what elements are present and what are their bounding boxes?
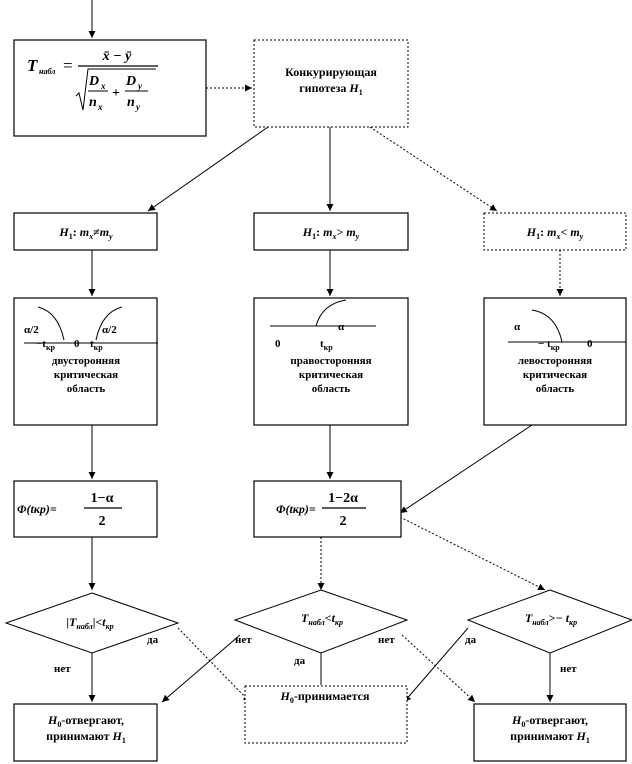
statistic-formula-box: T набл = x̄ − ȳ D x n x + D y n y bbox=[13, 39, 207, 137]
branch-labels: да нет нет да нет да нет bbox=[54, 634, 577, 675]
dx-subscript: x bbox=[100, 81, 106, 91]
branch-no-label: нет bbox=[54, 663, 71, 675]
region-line2: критическая bbox=[299, 369, 363, 381]
region-line1: левосторонняя bbox=[518, 355, 592, 367]
two-sided-region-box: α/2 α/2 −tкр 0 tкр двусторонняя критичес… bbox=[13, 297, 158, 426]
neg-t-critical-label: − tкр bbox=[538, 338, 560, 352]
outcome-line1: H0-отвергают, bbox=[511, 713, 588, 729]
hypothesis-gt-text: H1: mx> my bbox=[302, 225, 360, 241]
phi-label: Φ(tкр)= bbox=[17, 502, 57, 516]
dx-letter: D bbox=[88, 74, 99, 89]
arrow-cond2-no-left bbox=[161, 634, 241, 703]
zero-label: 0 bbox=[587, 338, 593, 350]
pos-t-critical-label: tкр bbox=[90, 338, 103, 352]
phi-label: Φ(tкр)= bbox=[276, 502, 316, 516]
plus-sign: + bbox=[112, 86, 120, 101]
competing-line2: гипотеза H1 bbox=[299, 81, 363, 97]
arrow-competing-to-h1-neq bbox=[147, 126, 269, 212]
arrow-left-sided-to-phi bbox=[399, 424, 533, 514]
hypothesis-box-lt: H1: mx< my bbox=[483, 212, 627, 251]
outcome-reject-left: H0-отвергают, принимают H1 bbox=[13, 703, 158, 762]
laplace-numerator: 1−2α bbox=[328, 491, 358, 506]
hypothesis-box-neq: H1: mx≠my bbox=[13, 212, 158, 251]
branch-no-label: нет bbox=[378, 634, 395, 646]
arrow-cond2-no-right bbox=[401, 634, 476, 703]
branch-yes-label: да bbox=[465, 634, 477, 646]
arrow-phi2-to-cond3 bbox=[399, 516, 546, 591]
right-sided-region-box: α 0 tкр правосторонняя критическая облас… bbox=[253, 297, 409, 426]
connectors bbox=[88, 0, 564, 703]
outcome-line2: принимают H1 bbox=[46, 729, 126, 745]
accept-text: H0-принимается bbox=[280, 689, 370, 705]
alpha-label: α bbox=[514, 321, 521, 333]
statistic-subscript: набл bbox=[39, 67, 55, 76]
branch-no-label: нет bbox=[235, 634, 252, 646]
outcome-line2: принимают H1 bbox=[510, 729, 590, 745]
region-line1: правосторонняя bbox=[290, 355, 371, 367]
left-tail-curve bbox=[531, 309, 563, 343]
outcome-line1: H0-отвергают, bbox=[47, 713, 124, 729]
competing-hypothesis-box: Конкурирующая гипотеза H1 bbox=[253, 39, 409, 128]
branch-no-label: нет bbox=[560, 663, 577, 675]
hypothesis-box-gt: H1: mx> my bbox=[253, 212, 409, 251]
laplace-box-one-sided: Φ(tкр)= 1−2α 2 bbox=[253, 480, 402, 538]
zero-label: 0 bbox=[74, 338, 80, 350]
right-tail-curve bbox=[315, 299, 347, 327]
laplace-denominator: 2 bbox=[99, 514, 106, 529]
outcome-reject-right: H0-отвергают, принимают H1 bbox=[473, 703, 627, 762]
region-line2: критическая bbox=[523, 369, 587, 381]
t-critical-label: tкр bbox=[320, 338, 333, 352]
condition-text: Tнабл>− tкр bbox=[525, 611, 577, 627]
region-line3: область bbox=[536, 383, 575, 395]
condition-text: |Tнабл|<tкр bbox=[66, 615, 113, 631]
branch-yes-label: да bbox=[147, 634, 159, 646]
alpha-label: α bbox=[338, 321, 345, 333]
statistic-symbol: T bbox=[27, 56, 38, 75]
decision-diamond-left-sided: Tнабл>− tкр bbox=[466, 589, 632, 654]
laplace-numerator: 1−α bbox=[91, 491, 114, 506]
competing-line1: Конкурирующая bbox=[285, 65, 377, 79]
decision-diamond-two-sided: |Tнабл|<tкр bbox=[4, 592, 180, 654]
outcome-accept: H0-принимается bbox=[244, 685, 408, 744]
decision-diamond-right-sided: Tнабл<tкр bbox=[233, 589, 409, 654]
arrow-cond3-yes bbox=[403, 627, 469, 703]
region-line3: область bbox=[67, 383, 106, 395]
alpha-half-left: α/2 bbox=[24, 324, 39, 336]
left-sided-region-box: α − tкр 0 левосторонняя критическая обла… bbox=[483, 297, 627, 426]
dy-subscript: y bbox=[137, 81, 143, 91]
right-tail-curve bbox=[95, 306, 123, 341]
nx-subscript: x bbox=[97, 102, 103, 112]
region-line1: двусторонняя bbox=[52, 355, 120, 367]
sqrt-sign bbox=[75, 68, 156, 111]
ny-letter: n bbox=[127, 95, 135, 110]
laplace-box-two-sided: Φ(tкр)= 1−α 2 bbox=[13, 480, 158, 538]
equals-sign: = bbox=[63, 56, 73, 75]
ny-subscript: y bbox=[135, 102, 141, 112]
arrow-competing-to-h1-lt bbox=[369, 126, 498, 212]
hypothesis-lt-text: H1: mx< my bbox=[526, 225, 584, 241]
arrow-cond1-yes bbox=[177, 627, 251, 703]
region-line3: область bbox=[312, 383, 351, 395]
zero-label: 0 bbox=[275, 338, 281, 350]
laplace-denominator: 2 bbox=[340, 514, 347, 529]
condition-text: Tнабл<tкр bbox=[301, 611, 343, 627]
region-line2: критическая bbox=[54, 369, 118, 381]
formula-numerator: x̄ − ȳ bbox=[102, 49, 132, 64]
left-tail-curve bbox=[37, 306, 65, 341]
hypothesis-neq-text: H1: mx≠my bbox=[58, 225, 113, 241]
dy-letter: D bbox=[125, 74, 136, 89]
alpha-half-right: α/2 bbox=[102, 324, 117, 336]
neg-t-critical-label: −tкр bbox=[36, 338, 56, 352]
branch-yes-label: да bbox=[294, 655, 306, 667]
nx-letter: n bbox=[89, 95, 97, 110]
